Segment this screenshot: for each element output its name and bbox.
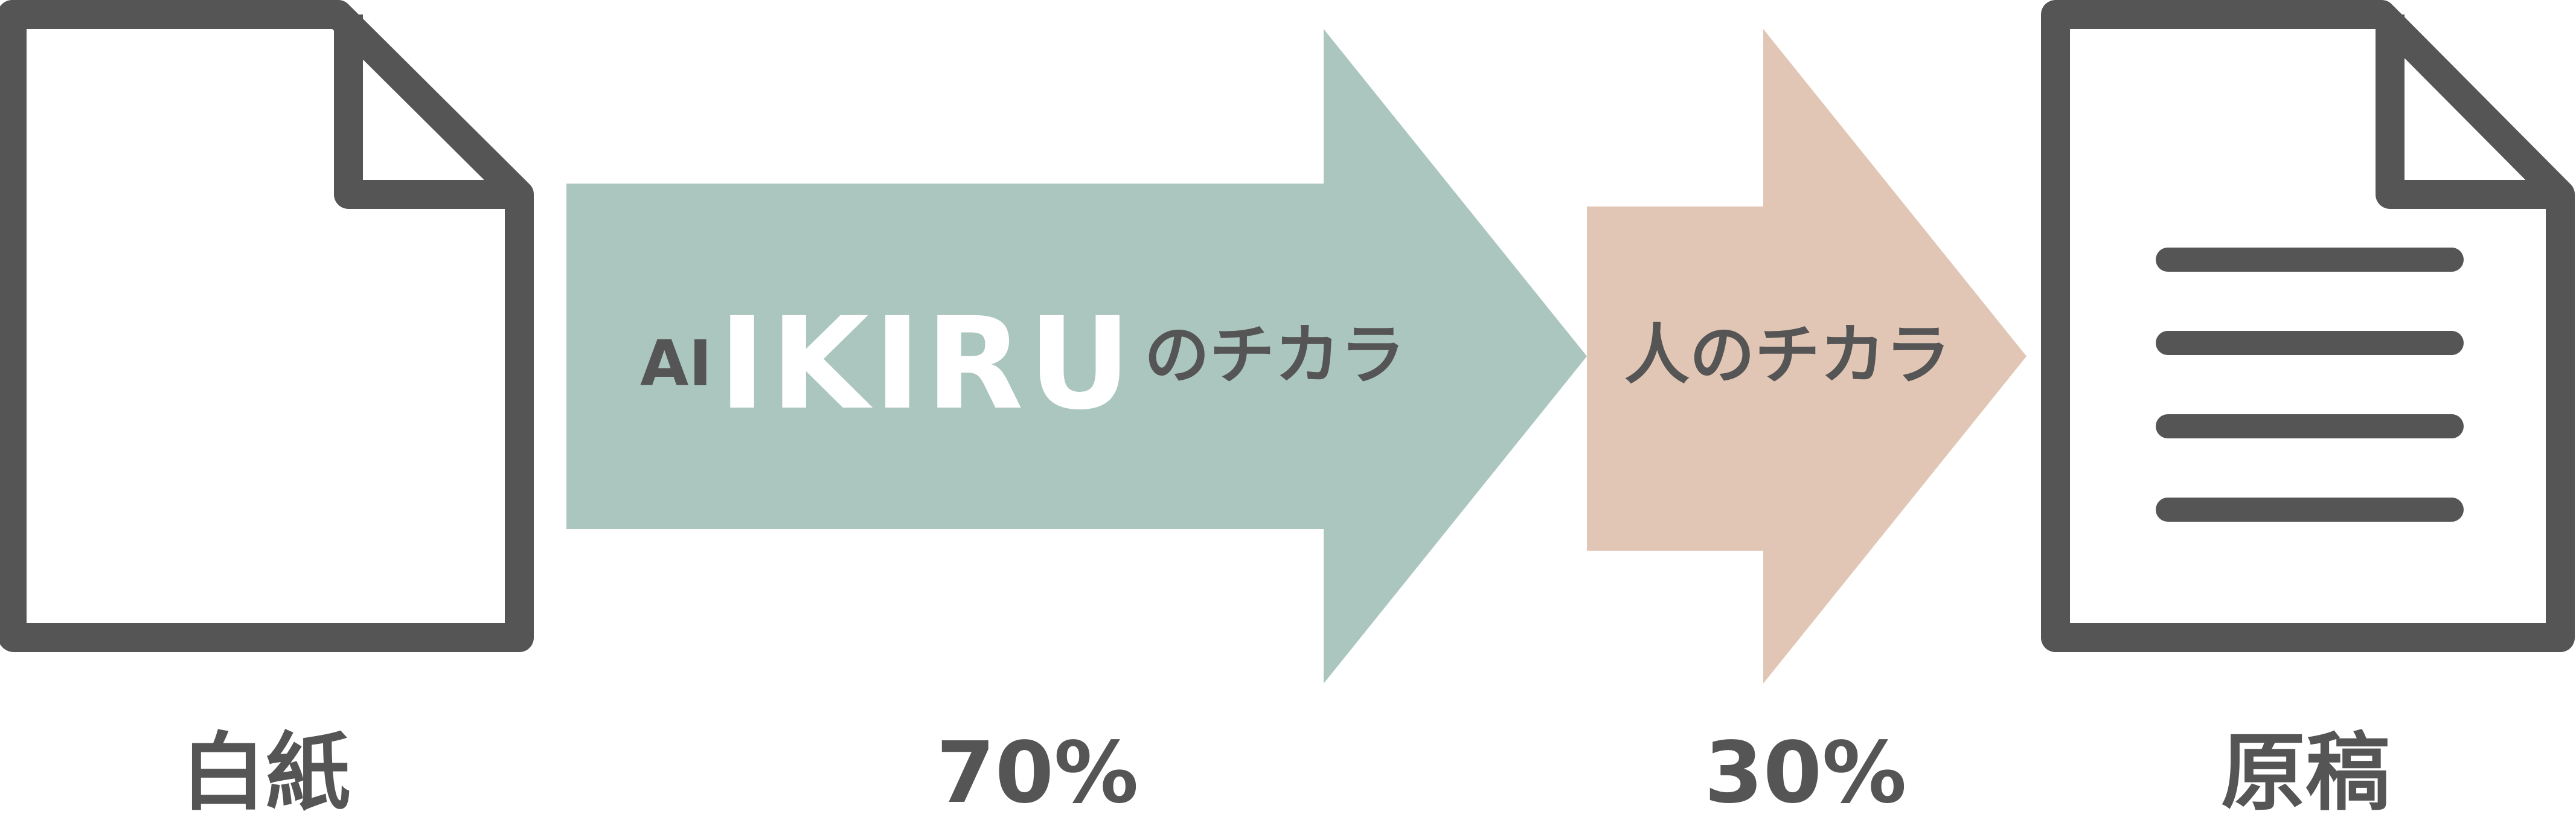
manuscript-label: 原稿 bbox=[2221, 724, 2390, 820]
ai-percent-label: 70% bbox=[936, 724, 1138, 820]
human-percent-label: 30% bbox=[1704, 724, 1906, 820]
human-power-text: 人のチカラ bbox=[1624, 318, 1950, 393]
ai-power-arrow: AI IKIRU のチカラ bbox=[566, 29, 1587, 684]
blank-paper-label: 白紙 bbox=[181, 724, 350, 820]
text-document-icon bbox=[2041, 0, 2575, 652]
ai-suffix-text: のチカラ bbox=[1144, 318, 1405, 393]
blank-document-icon bbox=[0, 0, 534, 652]
text-lines bbox=[2156, 248, 2464, 522]
ikiru-logo-text: IKIRU bbox=[719, 290, 1136, 438]
ai-prefix-text: AI bbox=[640, 327, 712, 400]
human-power-arrow: 人のチカラ bbox=[1587, 29, 2027, 684]
